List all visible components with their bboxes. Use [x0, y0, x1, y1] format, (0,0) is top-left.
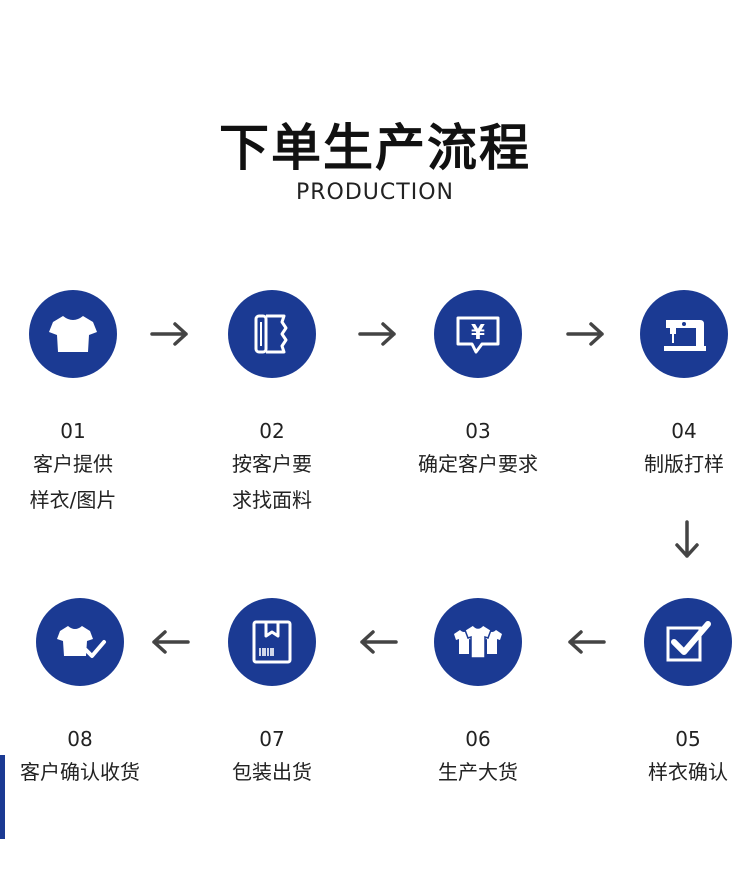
- step-02-number: 02: [259, 419, 285, 443]
- step-01: 01 客户提供 样衣/图片: [0, 290, 153, 516]
- svg-text:¥: ¥: [471, 320, 485, 344]
- tshirt-check-icon: [57, 626, 106, 658]
- fabric-roll-icon: [254, 314, 288, 354]
- checkbox-icon: [666, 621, 711, 662]
- step-02-circle: [228, 290, 316, 378]
- step-03-label-line1: 确定客户要求: [418, 452, 538, 476]
- step-07-number: 07: [259, 727, 285, 751]
- step-03-number: 03: [465, 419, 491, 443]
- step-03-circle: ¥: [434, 290, 522, 378]
- arrow-left-icon: [150, 627, 190, 657]
- step-08-circle: [36, 598, 124, 686]
- step-08-label-line1: 客户确认收货: [20, 760, 140, 784]
- arrow-down-icon: [672, 520, 702, 560]
- sewing-machine-icon: [664, 320, 706, 351]
- yen-message-icon: ¥: [456, 316, 500, 354]
- package-icon: [252, 620, 292, 664]
- step-08-number: 08: [67, 727, 93, 751]
- arrow-left-icon: [358, 627, 398, 657]
- step-07-circle: [228, 598, 316, 686]
- step-08: 08 客户确认收货: [0, 598, 160, 792]
- step-06-number: 06: [465, 727, 491, 751]
- step-03: ¥ 03 确定客户要求: [398, 290, 558, 484]
- tshirts-group-icon: [454, 624, 502, 659]
- step-06-label-line1: 生产大货: [438, 760, 518, 784]
- arrow-right-icon: [358, 319, 398, 349]
- page-title: 下单生产流程: [219, 119, 531, 177]
- step-04: 04 制版打样: [604, 290, 750, 484]
- step-04-circle: [640, 290, 728, 378]
- step-07: 07 包装出货: [192, 598, 352, 792]
- step-02: 02 按客户要 求找面料: [192, 290, 352, 516]
- step-01-circle: [29, 290, 117, 378]
- step-05-circle: [644, 598, 732, 686]
- step-02-label-line2: 求找面料: [232, 488, 312, 512]
- step-04-number: 04: [671, 419, 697, 443]
- tshirt-icon: [49, 316, 97, 352]
- arrow-right-icon: [566, 319, 606, 349]
- step-05-label-line1: 样衣确认: [648, 760, 728, 784]
- step-04-label-line1: 制版打样: [644, 452, 724, 476]
- step-05: 05 样衣确认: [608, 598, 750, 792]
- step-01-label-line2: 样衣/图片: [29, 488, 117, 512]
- step-06-circle: [434, 598, 522, 686]
- arrow-right-icon: [150, 319, 190, 349]
- left-accent-bar: [0, 755, 5, 839]
- step-01-label-line1: 客户提供: [33, 452, 113, 476]
- step-02-label-line1: 按客户要: [232, 452, 312, 476]
- step-05-number: 05: [675, 727, 701, 751]
- page-subtitle: PRODUCTION: [296, 180, 454, 205]
- step-01-number: 01: [60, 419, 86, 443]
- step-07-label-line1: 包装出货: [232, 760, 312, 784]
- arrow-left-icon: [566, 627, 606, 657]
- step-06: 06 生产大货: [398, 598, 558, 792]
